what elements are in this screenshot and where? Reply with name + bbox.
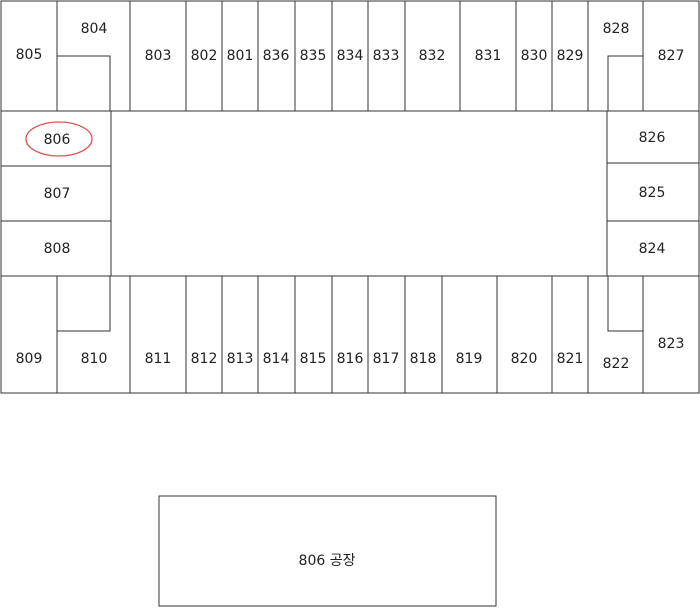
room-826-label: 826 [639,130,666,146]
room-809[interactable]: 809 [0,275,58,394]
room-834[interactable]: 834 [331,0,369,112]
room-811[interactable]: 811 [129,275,187,394]
room-835[interactable]: 835 [294,0,333,112]
room-817[interactable]: 817 [367,275,406,394]
room-813-label: 813 [227,351,254,367]
room-831-label: 831 [475,48,502,64]
room-801[interactable]: 801 [221,0,259,112]
highlight-circle [25,121,93,157]
room-822-label: 822 [603,356,630,372]
room-820-label: 820 [511,351,538,367]
room-814-label: 814 [263,351,290,367]
room-829-label: 829 [557,48,584,64]
room-820[interactable]: 820 [496,275,553,394]
room-818-label: 818 [410,351,437,367]
room-824[interactable]: 824 [606,220,700,277]
room-812-label: 812 [191,351,218,367]
room-831[interactable]: 831 [459,0,517,112]
room-818[interactable]: 818 [404,275,443,394]
room-805[interactable]: 805 [0,0,58,112]
room-828-label: 828 [603,21,630,37]
room-825[interactable]: 825 [606,162,700,222]
room-802[interactable]: 802 [185,0,223,112]
room-814[interactable]: 814 [257,275,296,394]
factory-806[interactable]: 806 공장 [158,495,497,607]
room-811-label: 811 [145,351,172,367]
room-836[interactable]: 836 [257,0,296,112]
room-804-label: 804 [81,21,108,37]
room-815-label: 815 [300,351,327,367]
room-803-label: 803 [145,48,172,64]
room-817-label: 817 [373,351,400,367]
room-809-label: 809 [16,351,43,367]
room-819[interactable]: 819 [441,275,498,394]
room-830-label: 830 [521,48,548,64]
room-827-label: 827 [658,48,685,64]
room-833[interactable]: 833 [367,0,406,112]
room-804[interactable]: 804 [56,0,131,112]
room-810[interactable]: 810 [56,275,131,394]
room-833-label: 833 [373,48,400,64]
room-823[interactable]: 823 [642,275,700,394]
room-808[interactable]: 808 [0,220,112,277]
room-836-label: 836 [263,48,290,64]
room-810-label: 810 [81,351,108,367]
room-829[interactable]: 829 [551,0,589,112]
room-806[interactable]: 806 [0,110,112,167]
room-808-label: 808 [44,241,71,257]
room-802-label: 802 [191,48,218,64]
room-801-label: 801 [227,48,254,64]
room-805-label: 805 [16,47,43,63]
room-832[interactable]: 832 [404,0,461,112]
room-827[interactable]: 827 [642,0,700,112]
room-824-label: 824 [639,241,666,257]
room-807[interactable]: 807 [0,165,112,222]
room-803[interactable]: 803 [129,0,187,112]
room-816-label: 816 [337,351,364,367]
room-813[interactable]: 813 [221,275,259,394]
room-821[interactable]: 821 [551,275,589,394]
room-825-label: 825 [639,185,666,201]
room-819-label: 819 [456,351,483,367]
room-828[interactable]: 828 [587,0,644,112]
room-835-label: 835 [300,48,327,64]
room-816[interactable]: 816 [331,275,369,394]
room-832-label: 832 [419,48,446,64]
factory-label: 806 공장 [299,553,356,569]
room-806-label: 806 [44,132,71,148]
room-834-label: 834 [337,48,364,64]
room-822[interactable]: 822 [587,275,644,394]
room-823-label: 823 [658,336,685,352]
room-812[interactable]: 812 [185,275,223,394]
room-826[interactable]: 826 [606,110,700,164]
room-807-label: 807 [44,186,71,202]
room-815[interactable]: 815 [294,275,333,394]
room-821-label: 821 [557,351,584,367]
room-830[interactable]: 830 [515,0,553,112]
